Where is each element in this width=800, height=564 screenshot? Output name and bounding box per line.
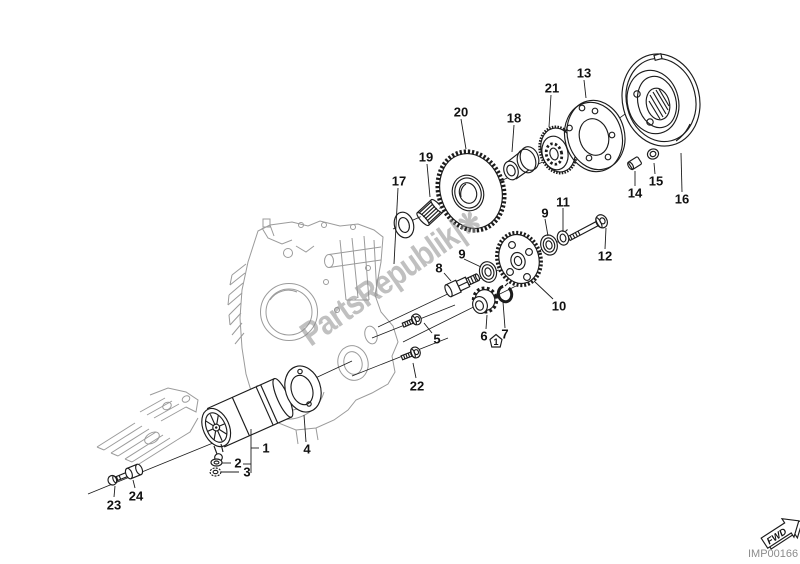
part-tab-washer-7 [496, 282, 514, 304]
part-pinion-gear-6 [471, 286, 499, 315]
part-dowel-pin-14 [627, 156, 642, 171]
part-bushing-24 [124, 463, 144, 480]
quantity-badge: 1 [489, 333, 503, 348]
part-washer-17 [393, 211, 415, 239]
part-needle-bearing-19 [416, 198, 444, 227]
part-gasket-4 [284, 365, 322, 413]
part-bolt-23 [107, 472, 128, 486]
part-starter-motor [201, 377, 294, 462]
part-starter-driven-gear-10 [495, 230, 543, 288]
quantity-badge-label: 1 [493, 337, 498, 347]
part-nut-15 [646, 148, 660, 160]
part-bolt-5 [401, 313, 422, 328]
part-flange-plate-13 [563, 99, 626, 173]
drawing-code: IMP00166 [748, 548, 799, 560]
part-circlip-11 [556, 229, 570, 246]
part-bushing-18 [503, 146, 540, 181]
part-idle-gear-20 [435, 149, 507, 233]
part-washer-9-left [478, 261, 498, 283]
part-washer-9-right [540, 234, 558, 256]
part-washer-2 [210, 458, 223, 467]
part-flywheel-16 [621, 53, 701, 147]
part-lock-washer-3 [209, 467, 222, 477]
leader-lines [113, 79, 683, 498]
part-bolt-12 [567, 214, 608, 242]
part-adjuster-8 [444, 273, 481, 298]
part-bolt-22 [400, 346, 421, 361]
cylinder-head-fragment [96, 387, 199, 465]
